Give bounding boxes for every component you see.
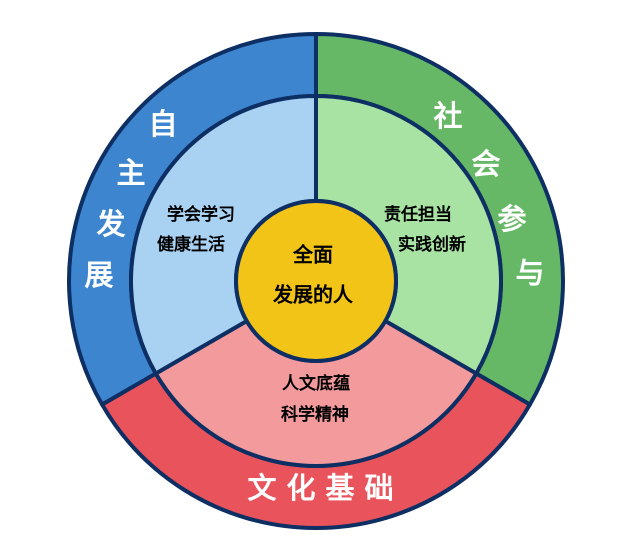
outer-left-char-2: 主 bbox=[116, 156, 145, 190]
inner-left-line-2: 健康生活 bbox=[157, 234, 225, 255]
ring-sectors bbox=[67, 32, 565, 530]
outer-left-char-1: 自 bbox=[148, 107, 177, 141]
inner-bottom-line-2: 科学精神 bbox=[281, 404, 349, 425]
inner-right-line-2: 实践创新 bbox=[398, 234, 466, 255]
center-line-2: 发展的人 bbox=[272, 283, 354, 307]
center-circle bbox=[234, 199, 398, 363]
outer-bottom-char-3: 基 bbox=[325, 471, 355, 505]
inner-left-line-1: 学会学习 bbox=[167, 204, 235, 225]
outer-right-char-4: 与 bbox=[515, 256, 544, 290]
inner-bottom-line-1: 人文底蕴 bbox=[282, 373, 350, 394]
center-line-1: 全面 bbox=[292, 243, 333, 267]
outer-bottom-char-1: 文 bbox=[247, 471, 277, 505]
outer-right-char-1: 社 bbox=[433, 99, 462, 133]
outer-left-char-4: 展 bbox=[84, 258, 113, 292]
outer-right-char-3: 参 bbox=[497, 202, 526, 236]
ring-labels: 自 主 发 展 社 会 参 与 文 化 基 础 学会学习 健康生活 责任担当 实… bbox=[84, 99, 544, 505]
outer-right-char-2: 会 bbox=[471, 147, 500, 181]
outer-bottom-char-4: 础 bbox=[364, 471, 393, 505]
outer-bottom-char-2: 化 bbox=[286, 471, 315, 505]
inner-right-line-1: 责任担当 bbox=[384, 204, 452, 225]
outer-left-char-3: 发 bbox=[95, 207, 125, 241]
